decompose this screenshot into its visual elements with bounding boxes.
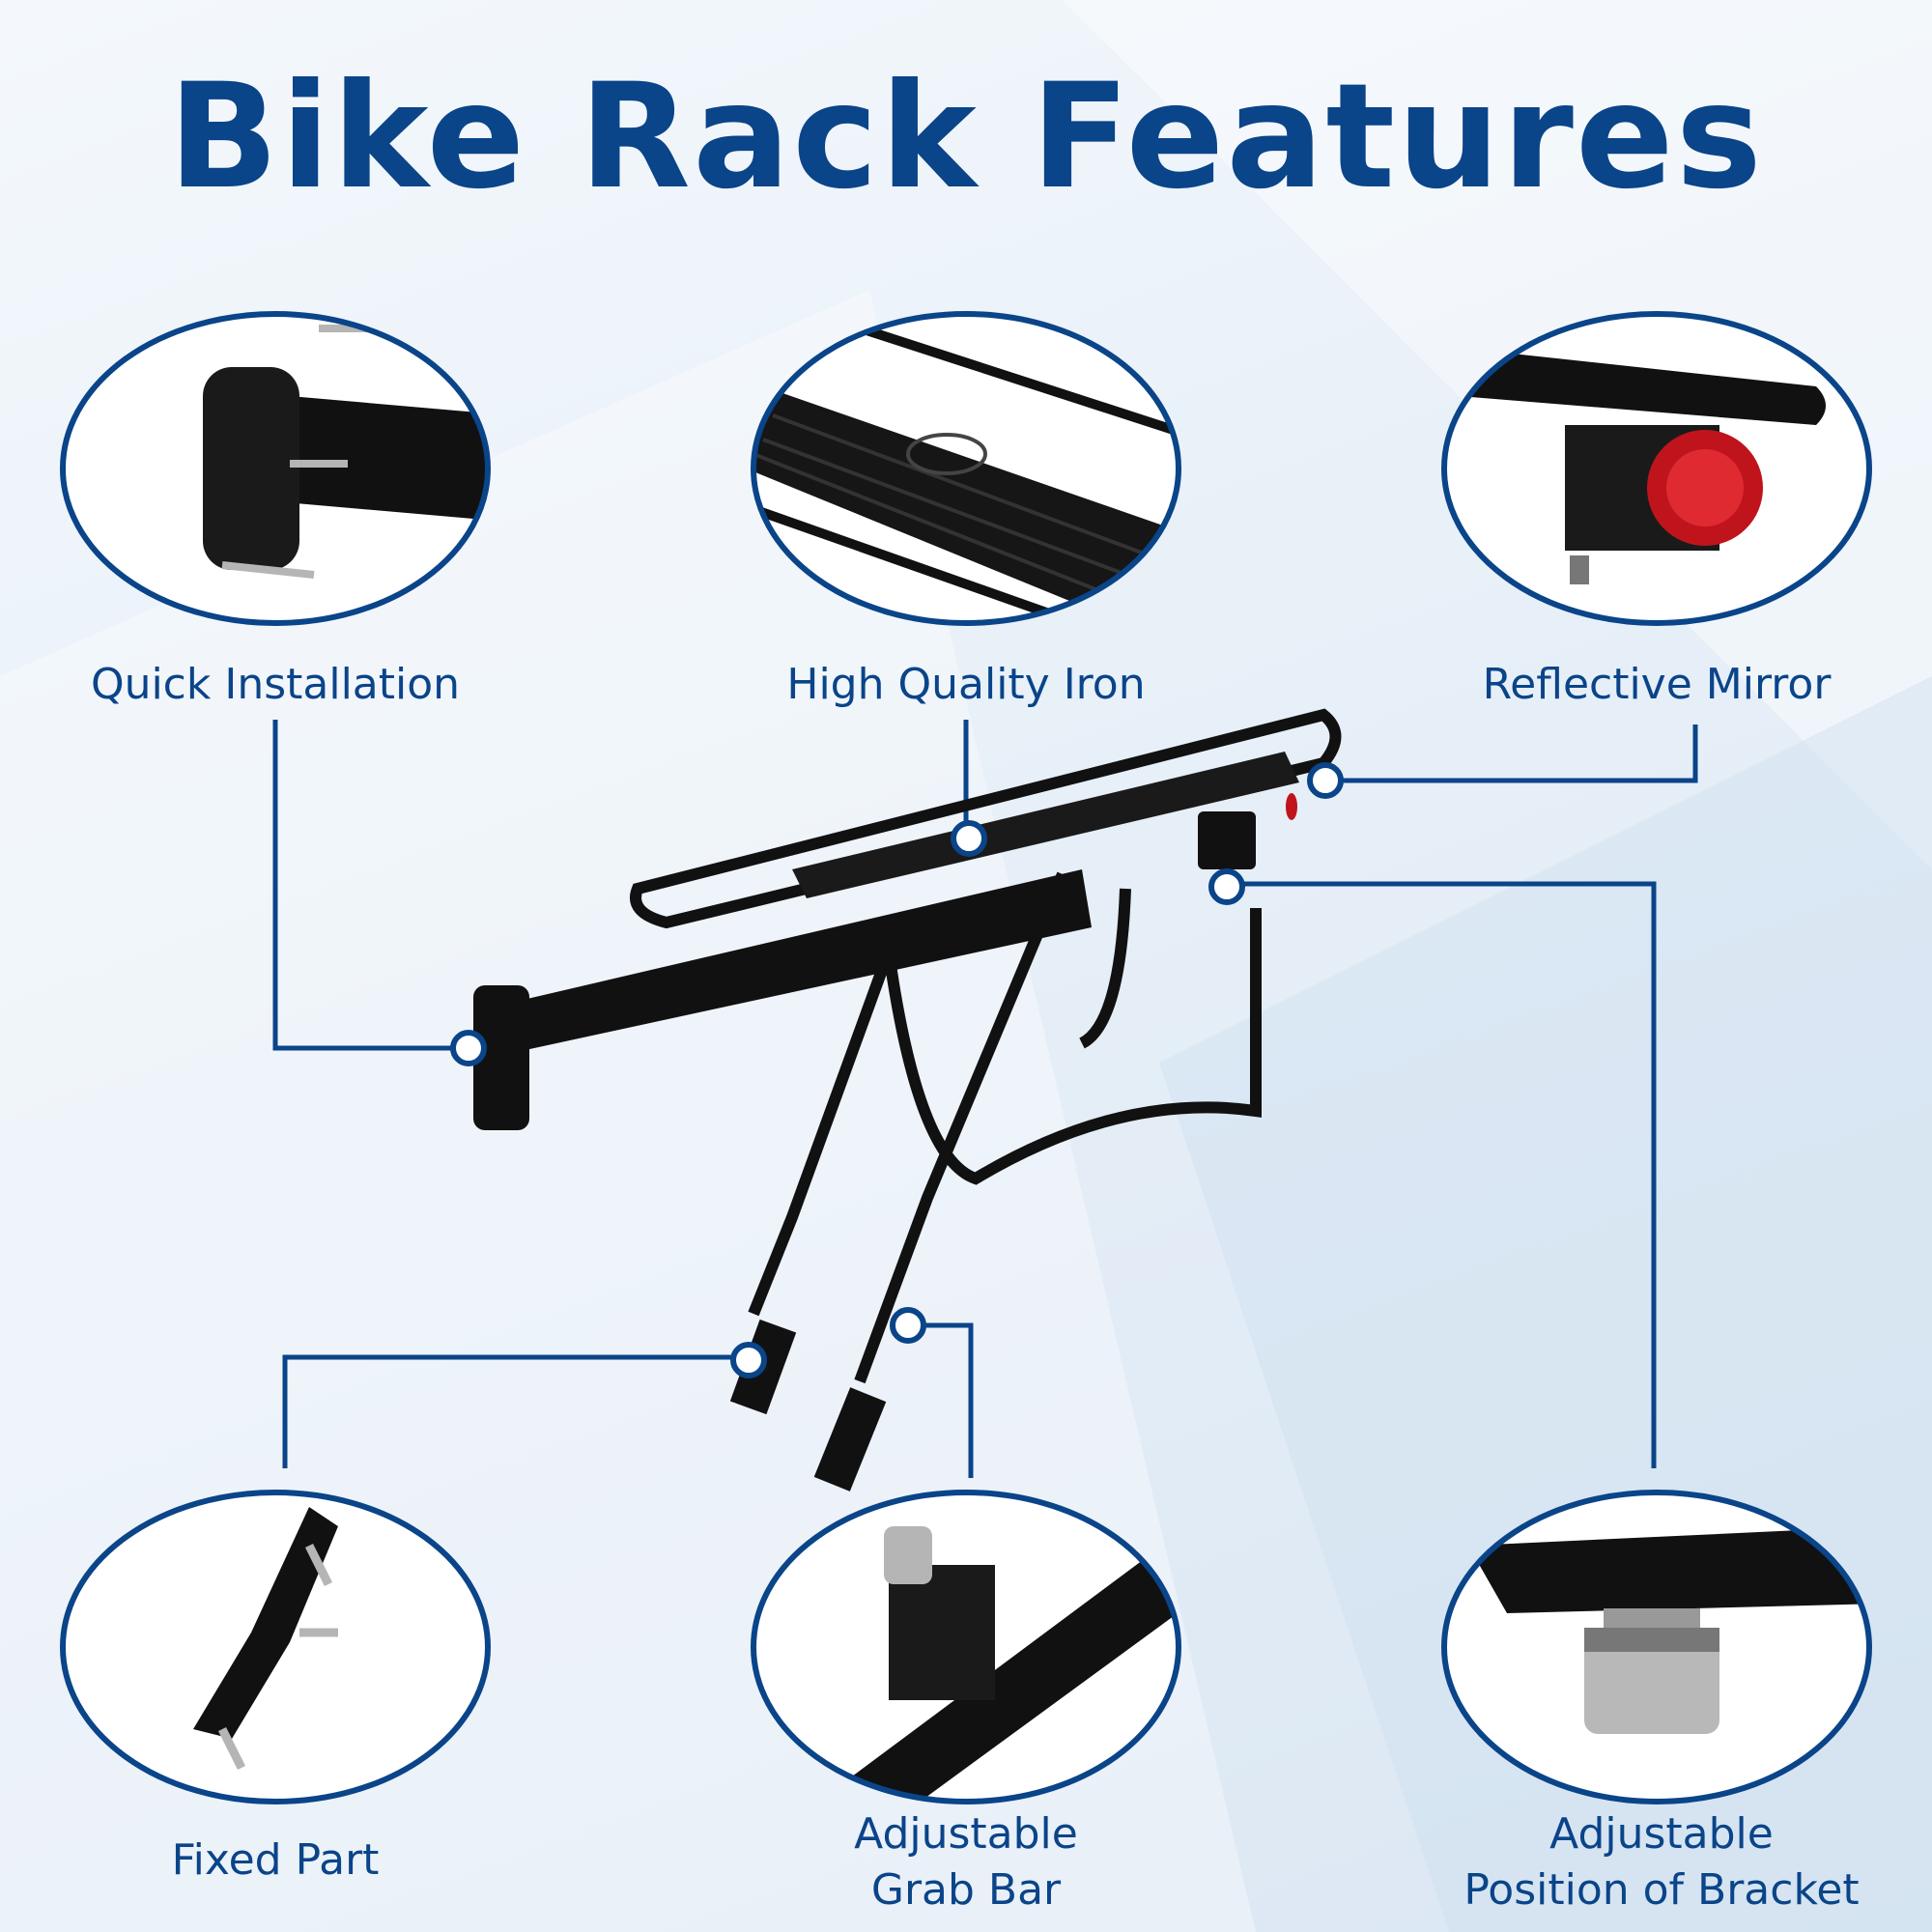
callout-high-quality-iron xyxy=(751,311,1181,626)
connector-lines xyxy=(272,720,1698,1478)
callout-adjustable-grab-bar xyxy=(751,1490,1181,1804)
callout-adjustable-bracket xyxy=(1441,1490,1872,1804)
label-adjustable-grab-bar-line1: Adjustable xyxy=(854,1809,1078,1859)
label-adjustable-bracket: Adjustable Position of Bracket xyxy=(1410,1806,1913,1918)
label-adjustable-bracket-line2: Position of Bracket xyxy=(1463,1865,1860,1915)
label-high-quality-iron: High Quality Iron xyxy=(786,660,1146,709)
label-adjustable-bracket-line1: Adjustable xyxy=(1549,1809,1774,1859)
label-reflective-mirror: Reflective Mirror xyxy=(1482,660,1832,709)
label-adjustable-grab-bar-line2: Grab Bar xyxy=(870,1865,1062,1915)
callout-reflective-mirror xyxy=(1441,311,1872,626)
callout-fixed-part xyxy=(60,1490,491,1804)
callout-quick-installation xyxy=(60,311,491,626)
label-fixed-part: Fixed Part xyxy=(171,1835,380,1885)
bike-rack-image xyxy=(473,708,1342,1492)
page-title: Bike Rack Features xyxy=(168,53,1764,221)
connector-dots xyxy=(450,762,1344,1378)
label-adjustable-grab-bar: Adjustable Grab Bar xyxy=(773,1806,1159,1918)
label-quick-installation: Quick Installation xyxy=(90,660,461,709)
